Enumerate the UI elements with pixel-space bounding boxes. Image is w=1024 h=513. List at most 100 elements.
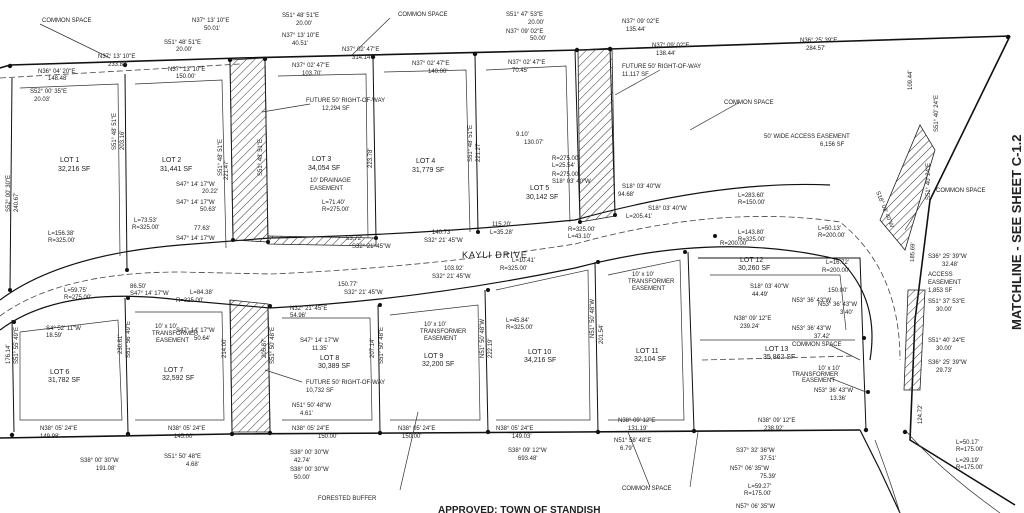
bearing: L=156.38': [48, 231, 74, 237]
lot-10-name: LOT 10: [528, 349, 551, 356]
bearing: 9.10': [516, 132, 529, 138]
bearing: R=325.00': [132, 225, 159, 231]
lot-4-name: LOT 4: [416, 158, 435, 165]
bearing: R=150.00': [738, 200, 765, 206]
future-row-strip-2: [577, 47, 616, 223]
bearing: 70.45': [512, 68, 528, 74]
bearing: N36° 04' 20"E: [38, 69, 75, 75]
bearing: S51° 50' 48"E: [379, 327, 385, 364]
transformer-label-4b: TRANSFORMER: [792, 372, 839, 378]
bearing: 50.01': [204, 26, 220, 32]
bearing: N37° 02' 47"E: [292, 63, 329, 69]
lot-8-area: 30,389 SF: [318, 363, 350, 370]
bearing: 86.50': [130, 284, 146, 290]
bottom-right-road: [859, 429, 901, 513]
transformer-label-3b: TRANSFORMER: [628, 279, 675, 285]
transformer-label-4c: EASEMENT: [802, 378, 835, 384]
bearing: 115.20': [492, 222, 511, 228]
bearing: 150.00': [318, 434, 338, 440]
bearing: N38° 09' 12"E: [758, 418, 795, 424]
lot-2-name: LOT 2: [162, 157, 181, 164]
south-lot-lines: [11, 251, 867, 433]
bearing: S51° 48' 51"E: [258, 139, 264, 176]
bearing: 131.19': [628, 426, 648, 432]
lot-5-name: LOT 5: [530, 185, 549, 192]
bearing: 221.27': [476, 143, 482, 163]
bearing: S38° 09' 12"W: [508, 448, 547, 454]
lot-12-name: LOT 12: [740, 257, 763, 264]
bearing: S51° 55' 49"E: [14, 327, 20, 364]
drainage-label-2: EASEMENT: [310, 186, 343, 192]
bearing: S52° 00' 30"E: [6, 175, 12, 212]
bearing: S18° 03' 40"W: [750, 284, 789, 290]
bearing: S51° 56' 49"E: [126, 321, 132, 358]
bearing: 3.40': [840, 310, 853, 316]
bearing: N37° 02' 47"E: [508, 60, 545, 66]
inner-bearings: S47° 14' 17"W 50.64' S47° 14' 17"W 11.35…: [176, 71, 967, 425]
bottom-right-curve: [904, 429, 1001, 513]
bearing: N53° 36' 43"W: [792, 326, 831, 332]
road-center-dash: [0, 216, 901, 361]
bearing: 693.48': [518, 456, 538, 462]
bearing: S51° 40' 24"E: [926, 163, 932, 200]
road-bearings: L=156.38' R=325.00' L=73.53' R=325.00' 7…: [46, 132, 765, 339]
bearing: 30.00': [936, 307, 952, 313]
bearing: N57° 06' 35"W: [730, 466, 769, 472]
bearing: S51° 48' 51"E: [218, 139, 224, 176]
top-boundary-dash: [0, 63, 241, 79]
lot-6-name: LOT 6: [50, 369, 69, 376]
lot-6-area: 31,782 SF: [48, 377, 80, 384]
bearing: 75.39': [760, 474, 776, 480]
bearing: 140.00': [428, 69, 448, 75]
transformer-label-4a: 10' x 10': [818, 366, 840, 372]
bearing: 240.67': [14, 193, 20, 213]
bearing: L=283.60': [738, 193, 764, 199]
bearing: 148.48': [48, 76, 68, 82]
bearing: 50.00': [294, 475, 310, 481]
access-label-3: 1,853 SF: [928, 288, 953, 294]
right-boundary: [909, 35, 1016, 506]
bearing: L=29.19': [956, 458, 979, 464]
future-row-strip-3: [229, 299, 271, 433]
bearing: N51° 50' 48"W: [480, 319, 486, 358]
bearing: N37° 02' 47"E: [342, 47, 379, 53]
bearing: N51° 58' 48"E: [614, 438, 651, 444]
bearing: N37° 09' 02"E: [622, 19, 659, 25]
bearing: 149.98': [40, 434, 60, 440]
lot-2-area: 31,441 SF: [160, 166, 192, 173]
bearing: 29.73': [936, 368, 952, 374]
lot-3-name: LOT 3: [312, 156, 331, 163]
lot-11-area: 32,104 SF: [634, 356, 666, 363]
bearing: S51° 48' 51"E: [164, 40, 201, 46]
bearing: 54.96': [290, 313, 306, 319]
bearing: R=325.00': [506, 325, 533, 331]
bearing: S18° 03' 40"W: [648, 206, 687, 212]
bearing: L=50.13': [818, 226, 841, 232]
bearing: N53° 36' 43"W: [814, 388, 853, 394]
bearing: 40.51': [292, 41, 308, 47]
bearing: N51° 50' 48"W: [590, 299, 596, 338]
bearing: N37° 13' 10"E: [168, 67, 205, 73]
lot-4-area: 31,779 SF: [412, 167, 444, 174]
leader-lines: [39, 17, 931, 491]
lot-1-name: LOT 1: [60, 157, 79, 164]
bearing: N37° 09' 02"E: [652, 43, 689, 49]
future-row-3-area: 10,732 SF: [306, 388, 334, 394]
bearing: N37° 13' 10"E: [282, 33, 319, 39]
common-space-label-5: COMMON SPACE: [792, 342, 842, 348]
lot-9-area: 32,200 SF: [422, 361, 454, 368]
bearing: R=275.00': [552, 156, 579, 162]
bearing: 30.00': [936, 346, 952, 352]
bearing: L=16.72': [826, 260, 849, 266]
bearing: 284.57': [806, 46, 826, 52]
bearing: 214.00': [222, 339, 228, 359]
bottom-bearings: N38° 05' 24"E 149.98' N38° 05' 24"E 145.…: [6, 113, 983, 510]
bearing: 138.44': [656, 51, 676, 57]
bearing: 103.92': [444, 266, 464, 272]
matchline-label: MATCHLINE - SEE SHEET C-1.2: [1009, 134, 1024, 330]
bearing: 4.61': [300, 411, 313, 417]
bearing: R=325.00': [176, 298, 203, 304]
bearing: S51° 47' 53"E: [506, 12, 543, 18]
bearing: S47° 14' 17"W: [300, 338, 339, 344]
